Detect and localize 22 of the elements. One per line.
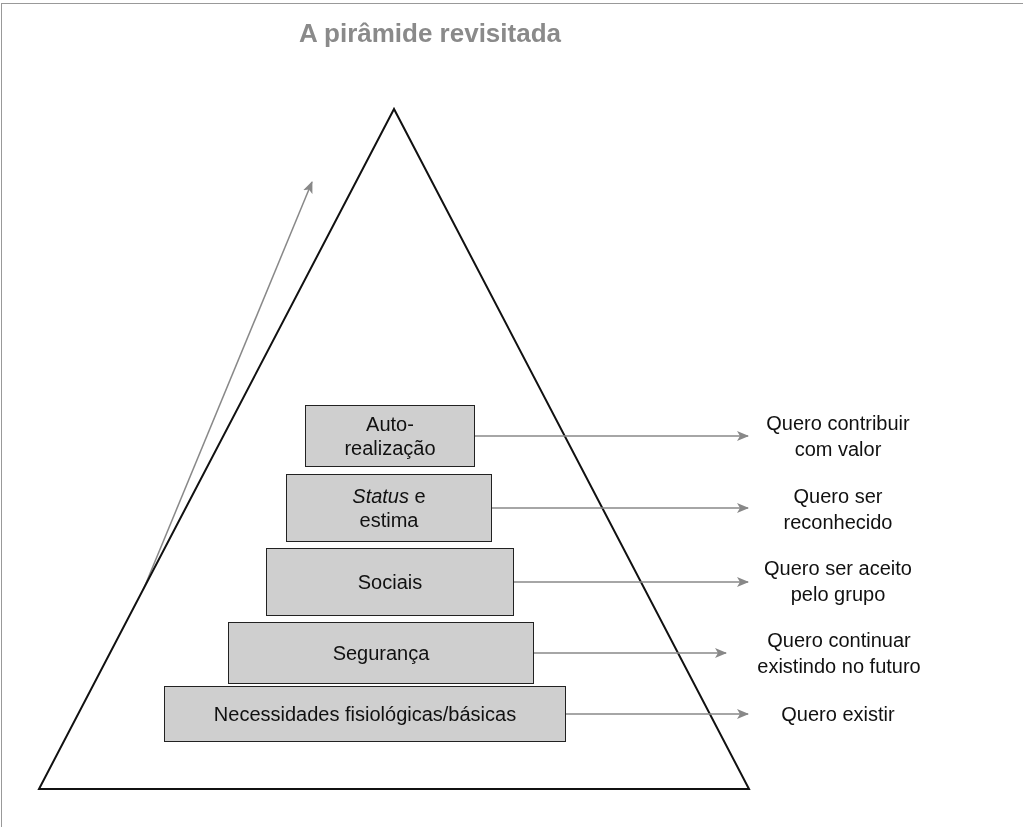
level-label: Status e estima <box>351 484 427 532</box>
arrow <box>474 431 749 441</box>
title: A pirâmide revisitada <box>298 18 562 49</box>
level-label: Necessidades fisiológicas/básicas <box>213 702 517 726</box>
arrow <box>533 648 727 658</box>
need-label: Quero existir <box>781 702 895 727</box>
need-label: Quero contribuir com valor <box>765 411 911 462</box>
need-label: Quero ser aceito pelo grupo <box>763 556 913 607</box>
level-label: Segurança <box>332 641 430 665</box>
triangle-outline <box>38 108 750 790</box>
pyramid-level-box <box>286 474 492 542</box>
arrow <box>565 709 749 719</box>
pyramid-level-box <box>305 405 475 467</box>
arrow <box>513 577 749 587</box>
level-label: Auto-realização <box>343 412 437 460</box>
need-label: Quero ser reconhecido <box>782 484 894 535</box>
arrow <box>491 503 749 513</box>
level-label: Sociais <box>357 570 423 594</box>
pyramid-level-box <box>228 622 534 684</box>
need-label: Quero continuar existindo no futuro <box>756 628 922 679</box>
pyramid-level-box <box>164 686 566 742</box>
pyramid-level-box <box>266 548 514 616</box>
